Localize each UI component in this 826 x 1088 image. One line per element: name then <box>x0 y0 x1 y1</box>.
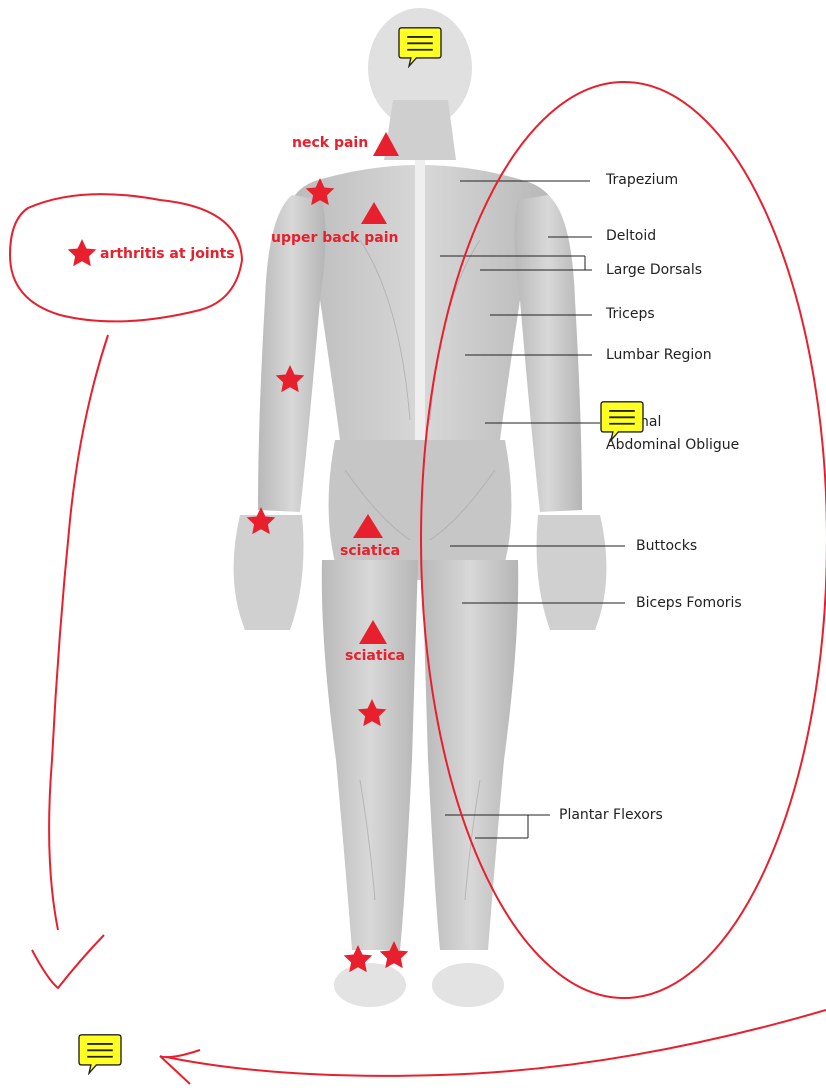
legend-star-icon <box>68 239 97 266</box>
label-large-dorsals: Large Dorsals <box>606 262 702 278</box>
right-leg <box>422 560 518 950</box>
comment-note-icon[interactable] <box>76 1033 124 1075</box>
label-plantar-flexors: Plantar Flexors <box>559 807 663 823</box>
right-hand <box>537 515 607 630</box>
hips <box>329 440 512 580</box>
human-body-back-view <box>234 8 607 1007</box>
comment-note-icon[interactable] <box>396 26 444 68</box>
legend-arthritis-text: arthritis at joints <box>100 246 235 262</box>
arrow-line-left <box>49 335 108 930</box>
right-arm <box>514 195 582 512</box>
comment-note-icon[interactable] <box>598 400 646 442</box>
label-biceps-femoris: Biceps Fomoris <box>636 595 742 611</box>
label-triceps: Triceps <box>606 306 655 322</box>
label-deltoid: Deltoid <box>606 228 656 244</box>
label-trapezium: Trapezium <box>606 172 678 188</box>
label-lumbar-region: Lumbar Region <box>606 347 712 363</box>
annotation-upper-back-pain: upper back pain <box>271 230 398 246</box>
right-foot <box>432 963 504 1007</box>
left-leg <box>322 560 418 950</box>
label-buttocks: Buttocks <box>636 538 697 554</box>
annotation-sciatica-lower: sciatica <box>345 648 405 664</box>
arrow-head-bottom <box>160 1050 200 1084</box>
annotation-neck-pain: neck pain <box>292 135 368 151</box>
arrow-line-bottom <box>166 1010 826 1076</box>
left-foot <box>334 963 406 1007</box>
arrow-head-left <box>32 935 104 988</box>
annotation-sciatica-upper: sciatica <box>340 543 400 559</box>
